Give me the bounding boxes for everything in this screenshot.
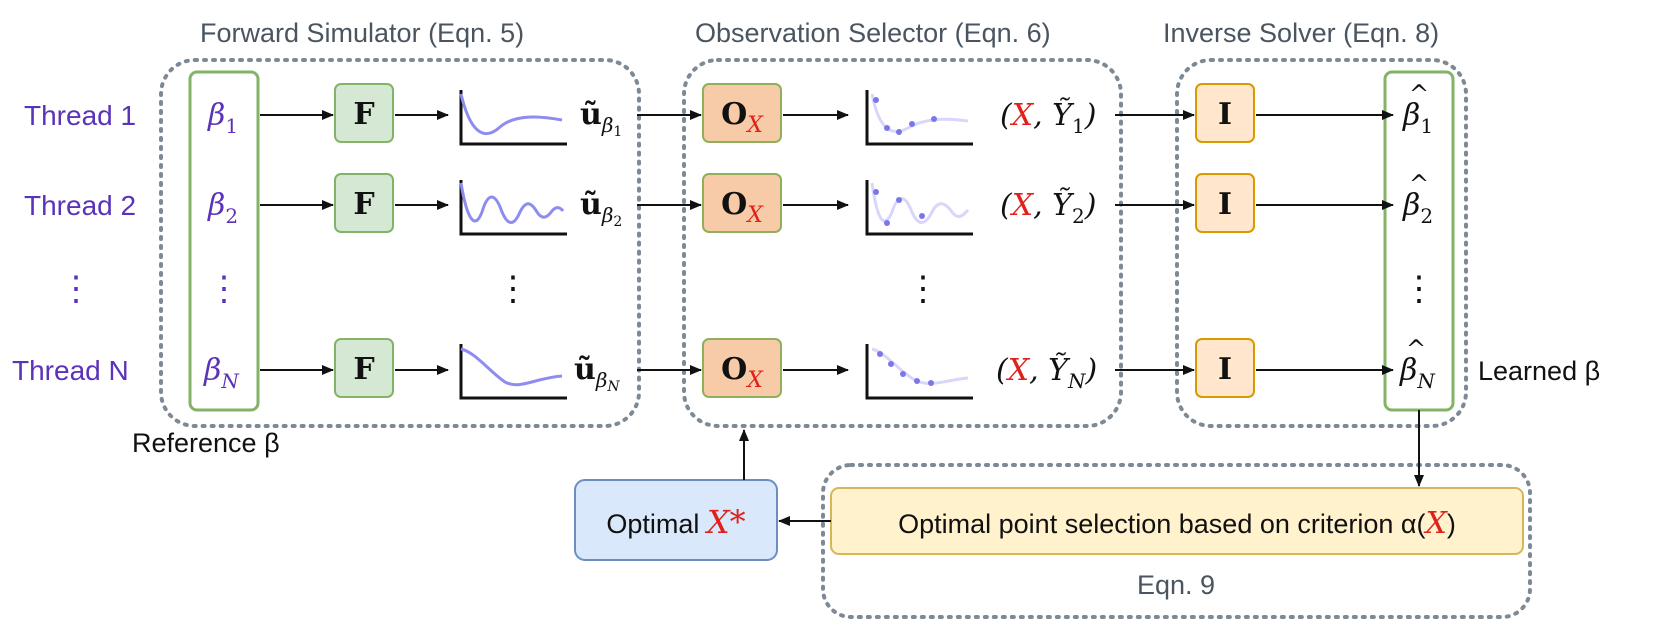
thread-row-n: Thread N βN F ũβN OX (X, ỸN) I βN ^ <box>12 335 1436 400</box>
observation-pair-n: (X, ỸN) <box>996 352 1097 393</box>
optimal-x-label: Optimal X* <box>606 503 745 541</box>
forward-operator-box <box>334 173 394 233</box>
forward-simulator-title: Forward Simulator (Eqn. 5) <box>200 18 524 48</box>
thread-2-label: Thread 2 <box>24 190 136 221</box>
beta-n: βN <box>203 353 240 393</box>
learned-ellipsis: ⋮ <box>1402 269 1436 309</box>
observation-operator-label: OX <box>721 97 764 138</box>
observation-operator-label: OX <box>721 187 764 228</box>
beta-1: β1 <box>207 98 238 138</box>
beta-hat-1: β1 <box>1402 98 1433 138</box>
observation-selector-title: Observation Selector (Eqn. 6) <box>695 18 1051 48</box>
beta-2: β2 <box>207 188 238 228</box>
hat-accent-n: ^ <box>1406 335 1426 363</box>
observation-operator-box <box>702 173 782 233</box>
criterion-label: Optimal point selection based on criteri… <box>898 506 1456 541</box>
beta-hat-n: βN <box>1399 353 1436 393</box>
observation-operator-label: OX <box>721 352 764 393</box>
u-tilde-2: ũβ2 <box>580 187 622 230</box>
observation-pair-2: (X, Ỹ2) <box>1000 187 1096 228</box>
forward-ellipsis: ⋮ <box>496 269 530 309</box>
inverse-operator-label: I <box>1218 352 1232 387</box>
observation-points-plot <box>865 90 973 146</box>
reference-ellipsis: ⋮ <box>207 269 241 309</box>
inverse-operator-label: I <box>1218 187 1232 222</box>
u-tilde-n: ũβN <box>574 352 620 395</box>
hat-accent-2: ^ <box>1409 170 1429 198</box>
learned-beta-label: Learned β <box>1478 356 1600 386</box>
reference-beta-column <box>188 70 260 412</box>
thread-ellipsis: ⋮ <box>59 269 93 309</box>
forward-operator-label: F <box>353 352 374 387</box>
observation-operator-box <box>702 83 782 143</box>
thread-1-label: Thread 1 <box>24 100 136 131</box>
solution-curve-plot <box>459 344 567 400</box>
optimal-x-box <box>574 479 778 561</box>
reference-beta-label: Reference β <box>132 428 280 458</box>
observation-points-plot <box>865 180 973 236</box>
forward-operator-label: F <box>353 187 374 222</box>
inverse-operator-box <box>1195 83 1255 143</box>
inverse-solver-group <box>1175 58 1468 428</box>
beta-hat-2: β2 <box>1402 188 1433 228</box>
forward-operator-label: F <box>353 97 374 132</box>
inverse-solver-title: Inverse Solver (Eqn. 8) <box>1163 18 1439 48</box>
forward-operator-box <box>334 338 394 398</box>
forward-simulator-group <box>159 58 641 428</box>
observation-selector-group <box>682 58 1123 428</box>
forward-operator-box <box>334 83 394 143</box>
u-tilde-1: ũβ1 <box>580 97 622 140</box>
thread-n-label: Thread N <box>12 355 129 386</box>
inverse-operator-label: I <box>1218 97 1232 132</box>
ellipsis-row: ⋮ ⋮ ⋮ ⋮ ⋮ <box>59 269 1436 309</box>
solution-curve-plot <box>459 90 567 146</box>
criterion-group <box>821 463 1532 619</box>
observation-operator-box <box>702 338 782 398</box>
observation-ellipsis: ⋮ <box>906 269 940 309</box>
solution-curve-plot <box>459 180 567 236</box>
thread-row-1: Thread 1 β1 F ũβ1 OX (X, Ỹ1) I β1 ^ <box>24 80 1433 146</box>
eqn9-label: Eqn. 9 <box>1137 570 1215 600</box>
observation-pair-1: (X, Ỹ1) <box>1000 97 1096 138</box>
hat-accent-1: ^ <box>1409 80 1429 108</box>
inverse-operator-box <box>1195 338 1255 398</box>
observation-points-plot <box>865 344 973 400</box>
thread-row-2: Thread 2 β2 F ũβ2 OX (X, Ỹ2) I β2 ^ <box>24 170 1433 236</box>
inverse-operator-box <box>1195 173 1255 233</box>
